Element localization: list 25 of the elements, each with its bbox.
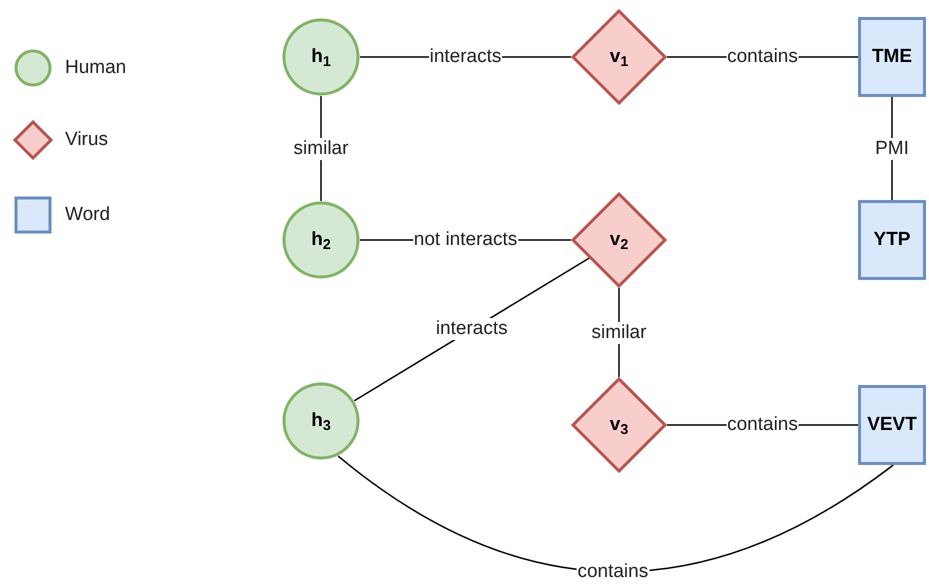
legend-label: Word xyxy=(65,204,110,226)
edge-label: similar xyxy=(292,138,350,160)
circle-node xyxy=(282,382,360,460)
node-label: VEVT xyxy=(867,414,917,436)
node-label: h$_{2}$ xyxy=(311,229,331,251)
node-label: v$_{2}$ xyxy=(610,229,628,251)
edge-label: PMI xyxy=(874,138,910,160)
edge-label: interacts xyxy=(434,318,509,340)
circle-node xyxy=(282,201,360,279)
square-node xyxy=(858,17,926,97)
node-label: v$_{1}$ xyxy=(610,46,628,68)
edge-label: similar xyxy=(590,322,648,344)
square-node xyxy=(858,200,926,280)
diamond-node xyxy=(571,9,667,105)
legend-label: Human xyxy=(65,57,126,79)
circle-node xyxy=(282,18,360,96)
node-label: h$_{3}$ xyxy=(311,410,331,432)
node-label: v$_{3}$ xyxy=(610,414,628,436)
node-label: TME xyxy=(872,46,912,68)
square-node xyxy=(858,385,926,465)
node-label: YTP xyxy=(874,229,910,251)
legend-label: Virus xyxy=(65,129,108,151)
diamond-node xyxy=(571,377,667,473)
diamond-node xyxy=(571,192,667,288)
node-label: h$_{1}$ xyxy=(311,46,331,68)
